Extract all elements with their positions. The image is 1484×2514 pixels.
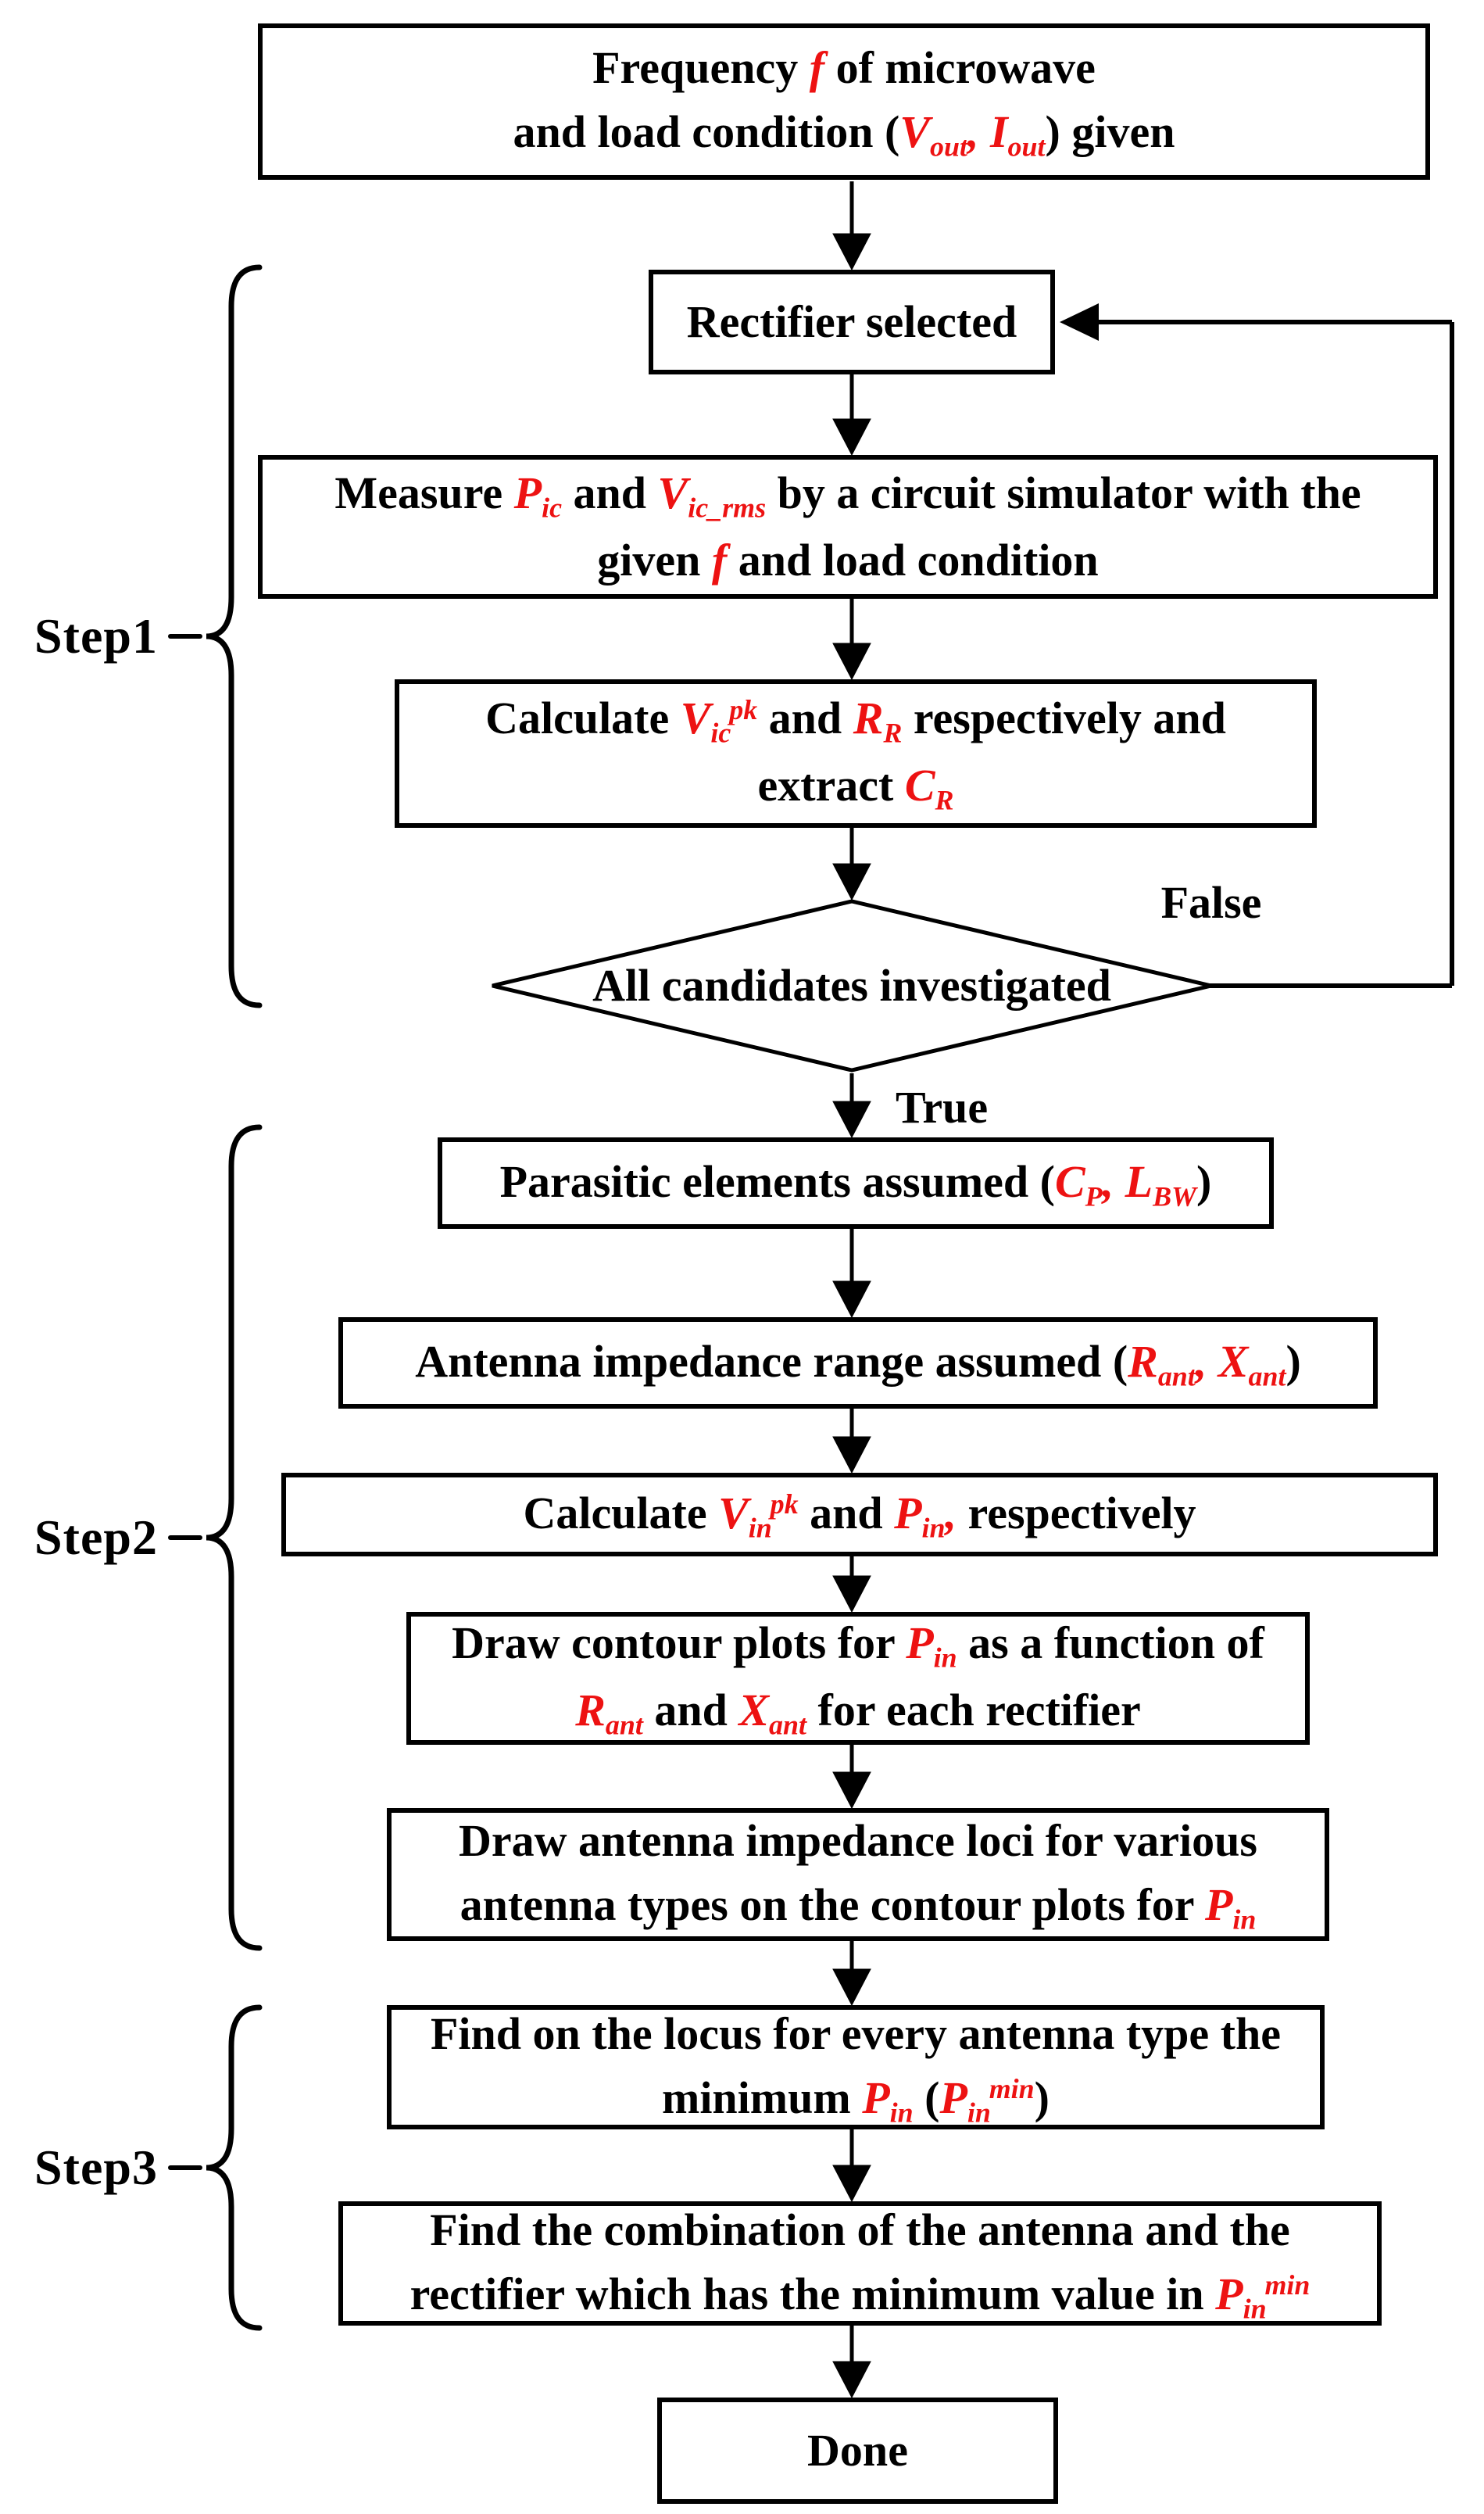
step2-brace (206, 1124, 263, 1951)
flow-box-draw-impedance-loci: Draw antenna impedance loci for various a… (387, 1808, 1329, 1941)
flow-box-measure-pic-vicrms: Measure Pic and Vic_rms by a circuit sim… (258, 455, 1438, 599)
step1-brace (206, 264, 263, 1008)
text-line: Calculate Vicpk and RR respectively and (485, 693, 1226, 749)
text-line: Calculate Vinpk and Pin, respectively (523, 1487, 1196, 1544)
flow-box-parasitic-elements: Parasitic elements assumed (CP, LBW) (438, 1137, 1274, 1229)
arrow-12-head-icon (832, 2361, 871, 2399)
flow-box-draw-contour-plots: Draw contour plots for Pin as a function… (406, 1612, 1310, 1745)
arrow-6-head-icon (832, 1280, 871, 1319)
decision-diamond-shape (492, 899, 1212, 1073)
text-line: Find the combination of the antenna and … (430, 2204, 1290, 2255)
text-line: extract CR (757, 760, 954, 816)
text-line: Rectifier selected (686, 295, 1017, 347)
arrow-5-head-icon (832, 1101, 871, 1139)
text-line: Draw contour plots for Pin as a function… (452, 1617, 1264, 1674)
feedback-loop (1094, 320, 1454, 988)
flow-box-antenna-impedance-range: Antenna impedance range assumed (Rant, X… (338, 1317, 1378, 1409)
text-line: Frequency f of microwave (592, 42, 1096, 94)
text-line: All candidates investigated (592, 959, 1111, 1011)
text-line: Rant and Xant for each rectifier (575, 1685, 1141, 1741)
text-line: antenna types on the contour plots for P… (460, 1879, 1257, 1936)
arrow-11-head-icon (832, 2165, 871, 2203)
flow-box-calculate-vinpk-pin: Calculate Vinpk and Pin, respectively (281, 1473, 1438, 1556)
flow-box-given-conditions: Frequency f of microwave and load conditi… (258, 23, 1430, 180)
step3-brace (206, 2004, 263, 2331)
flow-box-done: Done (657, 2398, 1058, 2504)
text-line: Antenna impedance range assumed (Rant, X… (415, 1335, 1301, 1392)
text-line: Measure Pic and Vic_rms by a circuit sim… (334, 467, 1361, 524)
arrow-4-head-icon (832, 863, 871, 901)
text-line: minimum Pin (Pinmin) (662, 2072, 1050, 2129)
arrow-8-head-icon (832, 1575, 871, 1613)
text-line: Find on the locus for every antenna type… (430, 2007, 1281, 2059)
step1-label: Step1 (34, 608, 158, 664)
arrow-9-head-icon (832, 1771, 871, 1810)
false-branch-label: False (1160, 876, 1262, 928)
flow-box-calculate-vicpk-rr-cr: Calculate Vicpk and RR respectively and e… (395, 679, 1317, 828)
feedback-arrow-head-icon (1060, 303, 1099, 341)
flow-box-find-combination: Find the combination of the antenna and … (338, 2201, 1382, 2326)
text-line: Parasitic elements assumed (CP, LBW) (499, 1155, 1212, 1212)
arrow-1-head-icon (832, 233, 871, 271)
text-line: Draw antenna impedance loci for various (459, 1815, 1257, 1867)
text-line: Done (807, 2424, 908, 2476)
step2-label: Step2 (34, 1509, 158, 1565)
true-branch-label: True (895, 1081, 989, 1133)
arrow-2-head-icon (832, 418, 871, 457)
arrow-7-head-icon (832, 1436, 871, 1474)
text-line: rectifier which has the minimum value in… (409, 2268, 1311, 2325)
arrow-10-head-icon (832, 1968, 871, 2007)
flow-box-rectifier-selected: Rectifier selected (649, 270, 1055, 374)
text-line: given f and load condition (597, 534, 1099, 586)
step3-label: Step3 (34, 2140, 158, 2195)
text-line: and load condition (Vout, Iout) given (513, 106, 1175, 163)
decision-all-candidates-label: All candidates investigated (578, 957, 1125, 1015)
flow-box-find-minimum-pin: Find on the locus for every antenna type… (387, 2005, 1325, 2129)
arrow-3-head-icon (832, 643, 871, 681)
